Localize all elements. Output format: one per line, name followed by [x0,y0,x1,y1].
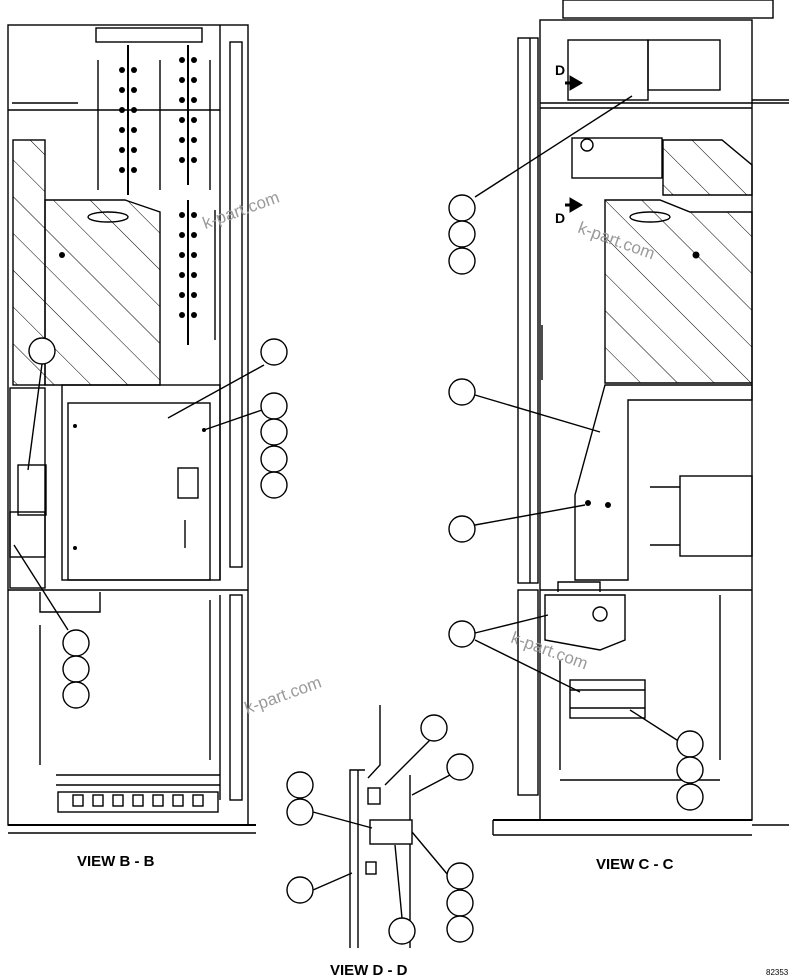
view-d-d-callout-balloons [286,714,474,945]
section-mark-d-upper: D [555,62,566,78]
view-c-c-section-arrows [565,75,700,508]
view-d-d-label: VIEW D - D [330,962,408,979]
view-d-d-drawing [312,705,451,948]
view-c-c-callout-balloons [448,194,704,811]
drawing-number: 82353 [766,968,789,977]
view-c-c-drawing [474,0,789,836]
view-b-b-label: VIEW B - B [77,853,155,870]
view-b-b-drawing [7,24,265,834]
view-c-c-label: VIEW C - C [596,856,674,873]
view-b-b-terminal-beads [59,57,206,550]
view-b-b-callout-balloons [28,337,288,709]
section-mark-d-lower: D [555,210,566,226]
